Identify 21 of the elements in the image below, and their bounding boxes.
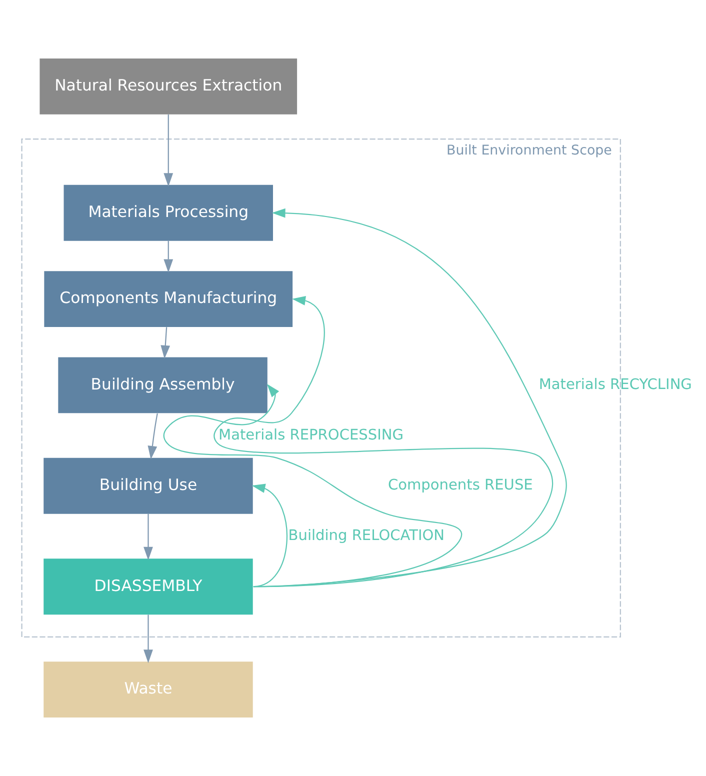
arrow [253,208,567,588]
node-box: Building Use [44,458,253,514]
edge-label: Building RELOCATION [288,528,445,544]
arrow [144,514,153,560]
arrow [144,614,153,664]
node-box: Components Manufacturing [44,271,293,328]
arrow [163,384,462,588]
arrow [214,296,554,588]
node-box: Materials Processing [64,184,273,241]
node-box: Natural Resources Extraction [40,58,298,114]
arrow [164,114,174,187]
node-box: Waste [44,662,253,718]
arrow [148,413,158,460]
arrow [164,241,174,273]
edge-label: Materials RECYCLING [538,377,692,394]
edge-label: Materials REPROCESSING [218,427,404,444]
arrow [252,484,288,588]
edge-label: Components REUSE [388,478,533,494]
node-box: DISASSEMBLY [44,558,253,615]
node-box: Building Assembly [58,357,268,414]
arrow [160,327,170,359]
